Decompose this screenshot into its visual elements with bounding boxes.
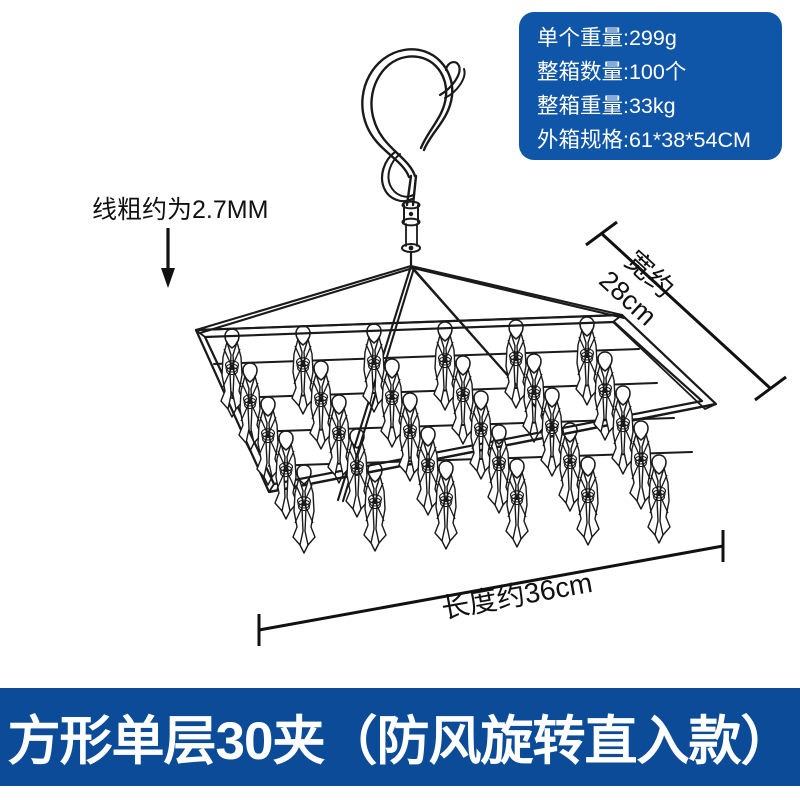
dimension-line-length	[257, 530, 725, 646]
product-title-text: 方形单层30夹（防风旋转直入款）	[7, 712, 794, 771]
spec-carton-quantity: 整箱数量:100个	[537, 60, 687, 84]
hanger-hook	[361, 48, 466, 268]
product-title-banner: 方形单层30夹（防风旋转直入款）	[0, 688, 800, 786]
wire-thickness-label: 线粗约为2.7MM	[92, 196, 269, 224]
dimension-line-width	[585, 220, 787, 402]
spec-carton-weight: 整箱重量:33kg	[537, 94, 676, 118]
spec-carton-size: 外箱规格:61*38*54CM	[537, 128, 751, 152]
spec-unit-weight: 单个重量:299g	[537, 26, 677, 50]
clip-array	[220, 316, 671, 554]
spec-info-box: 单个重量:299g 整箱数量:100个 整箱重量:33kg 外箱规格:61*38…	[519, 12, 782, 160]
wire-thickness-arrow	[161, 228, 175, 288]
